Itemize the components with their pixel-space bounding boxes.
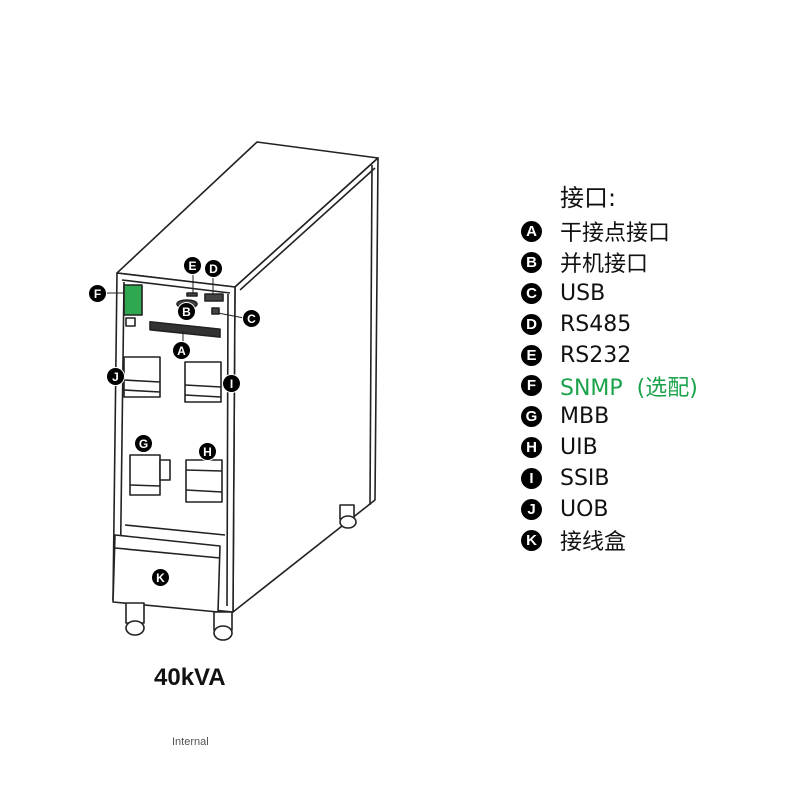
uob-breaker (123, 356, 161, 398)
callout-k: K (151, 568, 170, 587)
legend-bullet-k: K (521, 529, 542, 551)
legend-item: K 接线盒 (518, 525, 698, 556)
legend-label: 干接点接口 (560, 221, 671, 247)
legend-item: G MBB (518, 401, 698, 432)
legend-bullet-d: D (521, 313, 542, 335)
wheel (213, 611, 233, 641)
legend-label: MBB (560, 404, 610, 430)
snmp-card (123, 284, 143, 316)
legend-item: C USB (518, 278, 698, 309)
dry-contact-strip (149, 320, 221, 338)
legend-item: F SNMP (选配) (518, 370, 698, 401)
legend-label: SSIB (560, 466, 610, 492)
legend-item: J UOB (518, 494, 698, 525)
legend-item: B 并机接口 (518, 247, 698, 278)
callout-j: J (106, 367, 125, 386)
callout-g: G (134, 434, 153, 453)
legend-item: A 干接点接口 (518, 216, 698, 247)
model-label: 40kVA (154, 664, 226, 691)
legend-label: RS232 (560, 342, 632, 368)
callout-i: I (222, 374, 241, 393)
callout-c: C (242, 309, 261, 328)
ssib-breaker (184, 361, 222, 403)
legend-bullet-b: B (521, 251, 542, 273)
legend-bullet-g: G (521, 406, 542, 428)
wheel (125, 602, 145, 636)
legend-label: 并机接口 (560, 252, 649, 278)
callout-e: E (183, 256, 202, 275)
legend-bullet-h: H (521, 437, 542, 459)
legend-bullet-e: E (521, 344, 542, 366)
legend-title: 接口: (560, 184, 617, 212)
legend-item: I SSIB (518, 463, 698, 494)
legend-item: E RS232 (518, 340, 698, 371)
legend-item: D RS485 (518, 309, 698, 340)
legend-item: H UIB (518, 432, 698, 463)
legend-label: SNMP (选配) (560, 375, 698, 401)
callout-f: F (88, 284, 107, 303)
legend-label: UOB (560, 496, 609, 522)
mbb-breaker (129, 454, 171, 496)
legend-bullet-j: J (521, 498, 542, 520)
uib-breaker (185, 459, 223, 503)
callout-b: B (177, 302, 196, 321)
classification-label: Internal (172, 736, 209, 748)
legend-label: UIB (560, 435, 598, 461)
callout-a: A (172, 341, 191, 360)
callout-d: D (204, 259, 223, 278)
legend-label: 接线盒 (560, 530, 627, 556)
legend-label: RS485 (560, 311, 632, 337)
legend-bullet-a: A (521, 220, 542, 242)
callout-h: H (198, 442, 217, 461)
legend-bullet-f: F (521, 375, 542, 397)
legend-bullet-i: I (521, 468, 542, 490)
wheel (339, 504, 357, 529)
legend-label: USB (560, 280, 606, 306)
legend-bullet-c: C (521, 282, 542, 304)
